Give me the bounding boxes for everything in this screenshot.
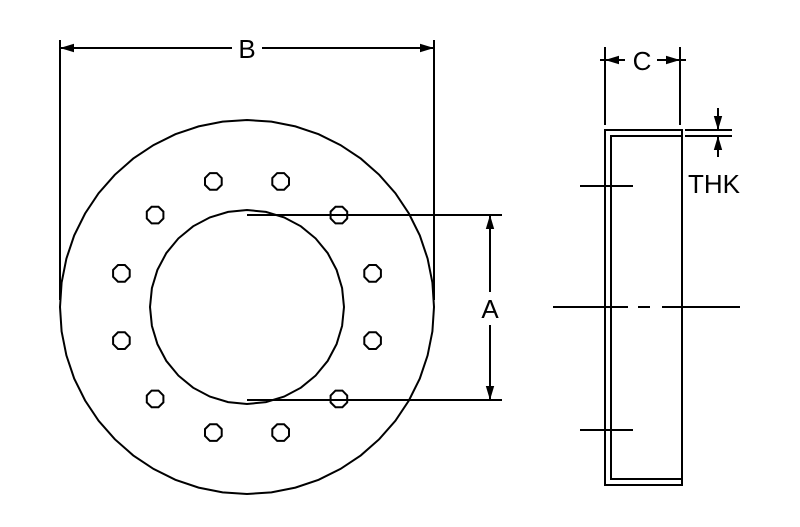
bolt-hole <box>271 423 290 442</box>
label-thk: THK <box>688 169 741 199</box>
dimension-c: C <box>600 46 686 125</box>
bolt-hole <box>329 205 349 225</box>
bolt-hole <box>271 172 290 191</box>
dimension-thk: THK <box>685 108 741 199</box>
bolt-hole <box>329 389 349 409</box>
bolt-hole <box>145 205 165 225</box>
side-view <box>553 129 740 486</box>
bolt-hole <box>145 389 165 409</box>
label-b: B <box>238 34 255 64</box>
dimension-b: B <box>59 34 435 300</box>
front-view <box>58 118 436 496</box>
label-a: A <box>481 294 499 324</box>
bolt-hole <box>112 331 131 350</box>
bolt-hole <box>363 264 382 283</box>
label-c: C <box>633 46 652 76</box>
bolt-holes <box>112 172 382 442</box>
dimension-a: A <box>247 214 502 401</box>
bolt-hole <box>363 331 382 350</box>
bolt-hole <box>204 423 223 442</box>
bolt-hole <box>112 264 131 283</box>
inner-bore <box>148 208 346 406</box>
outer-circle <box>58 118 436 496</box>
bolt-hole <box>204 172 223 191</box>
